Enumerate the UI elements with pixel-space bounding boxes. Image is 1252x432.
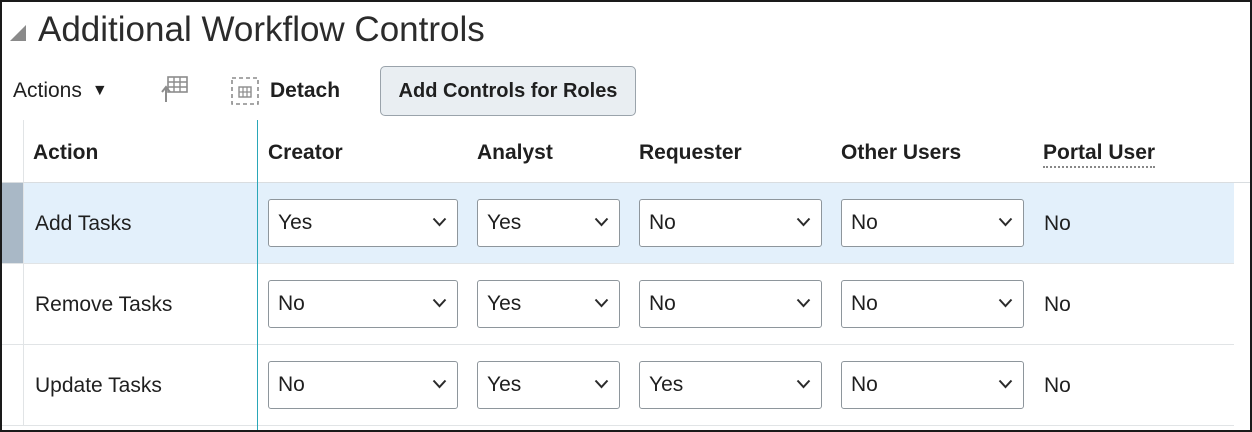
select-value: No bbox=[649, 211, 676, 234]
select-value: No bbox=[278, 292, 305, 315]
row-selector[interactable] bbox=[2, 264, 24, 344]
other-users-select[interactable]: No bbox=[841, 361, 1024, 409]
chevron-down-icon bbox=[998, 217, 1013, 227]
detach-button[interactable]: Detach bbox=[230, 76, 340, 106]
select-value: No bbox=[851, 373, 878, 396]
caret-down-icon: ▼ bbox=[91, 82, 108, 99]
chevron-down-icon bbox=[594, 298, 609, 308]
row-selector[interactable] bbox=[2, 345, 24, 425]
frozen-column-divider bbox=[257, 120, 258, 430]
selector-column-divider bbox=[23, 120, 24, 182]
column-header-other-users[interactable]: Other Users bbox=[841, 141, 962, 164]
table-row[interactable]: Remove Tasks No Yes No No No bbox=[2, 264, 1234, 345]
action-cell: Update Tasks bbox=[35, 374, 162, 397]
select-value: No bbox=[851, 211, 878, 234]
chevron-down-icon bbox=[432, 379, 447, 389]
portal-user-cell: No bbox=[1044, 212, 1071, 235]
chevron-down-icon bbox=[796, 379, 811, 389]
add-controls-for-roles-button[interactable]: Add Controls for Roles bbox=[380, 66, 636, 116]
analyst-select[interactable]: Yes bbox=[477, 199, 620, 247]
chevron-down-icon bbox=[432, 298, 447, 308]
action-cell: Add Tasks bbox=[35, 212, 132, 235]
select-value: Yes bbox=[278, 211, 313, 234]
section-title: Additional Workflow Controls bbox=[38, 10, 485, 49]
column-header-portal-user[interactable]: Portal User bbox=[1043, 140, 1156, 168]
requester-select[interactable]: No bbox=[639, 280, 822, 328]
chevron-down-icon bbox=[998, 298, 1013, 308]
actions-menu[interactable]: Actions ▼ bbox=[13, 78, 108, 104]
select-value: Yes bbox=[487, 292, 522, 315]
select-value: No bbox=[851, 292, 878, 315]
column-header-action[interactable]: Action bbox=[33, 141, 99, 164]
select-value: Yes bbox=[487, 373, 522, 396]
analyst-select[interactable]: Yes bbox=[477, 280, 620, 328]
collapse-triangle-icon[interactable] bbox=[8, 23, 28, 43]
portal-user-cell: No bbox=[1044, 293, 1071, 316]
other-users-select[interactable]: No bbox=[841, 199, 1024, 247]
row-selector[interactable] bbox=[2, 183, 24, 263]
workflow-controls-table: Action Creator Analyst Requester Other U… bbox=[2, 120, 1250, 430]
select-value: Yes bbox=[649, 373, 684, 396]
select-value: No bbox=[649, 292, 676, 315]
chevron-down-icon bbox=[998, 379, 1013, 389]
chevron-down-icon bbox=[796, 217, 811, 227]
analyst-select[interactable]: Yes bbox=[477, 361, 620, 409]
detach-label: Detach bbox=[270, 79, 341, 102]
detach-icon bbox=[231, 77, 259, 105]
creator-select[interactable]: Yes bbox=[268, 199, 458, 247]
creator-select[interactable]: No bbox=[268, 361, 458, 409]
chevron-down-icon bbox=[594, 217, 609, 227]
chevron-down-icon bbox=[594, 379, 609, 389]
table-row[interactable]: Update Tasks No Yes Yes No No bbox=[2, 345, 1234, 426]
freeze-columns-icon[interactable] bbox=[158, 74, 192, 106]
table-header-row: Action Creator Analyst Requester Other U… bbox=[2, 120, 1250, 183]
requester-select[interactable]: Yes bbox=[639, 361, 822, 409]
creator-select[interactable]: No bbox=[268, 280, 458, 328]
requester-select[interactable]: No bbox=[639, 199, 822, 247]
actions-menu-label: Actions bbox=[13, 79, 82, 102]
portal-user-cell: No bbox=[1044, 374, 1071, 397]
chevron-down-icon bbox=[796, 298, 811, 308]
table-toolbar: Actions ▼ Detach Add Controls for Roles bbox=[2, 64, 1250, 118]
other-users-select[interactable]: No bbox=[841, 280, 1024, 328]
select-value: No bbox=[278, 373, 305, 396]
select-value: Yes bbox=[487, 211, 522, 234]
section-header: Additional Workflow Controls bbox=[2, 10, 1250, 54]
action-cell: Remove Tasks bbox=[35, 293, 173, 316]
column-header-analyst[interactable]: Analyst bbox=[477, 141, 553, 164]
chevron-down-icon bbox=[432, 217, 447, 227]
column-header-requester[interactable]: Requester bbox=[639, 141, 742, 164]
table-row[interactable]: Add Tasks Yes Yes No No No bbox=[2, 183, 1234, 264]
column-header-creator[interactable]: Creator bbox=[268, 141, 343, 164]
